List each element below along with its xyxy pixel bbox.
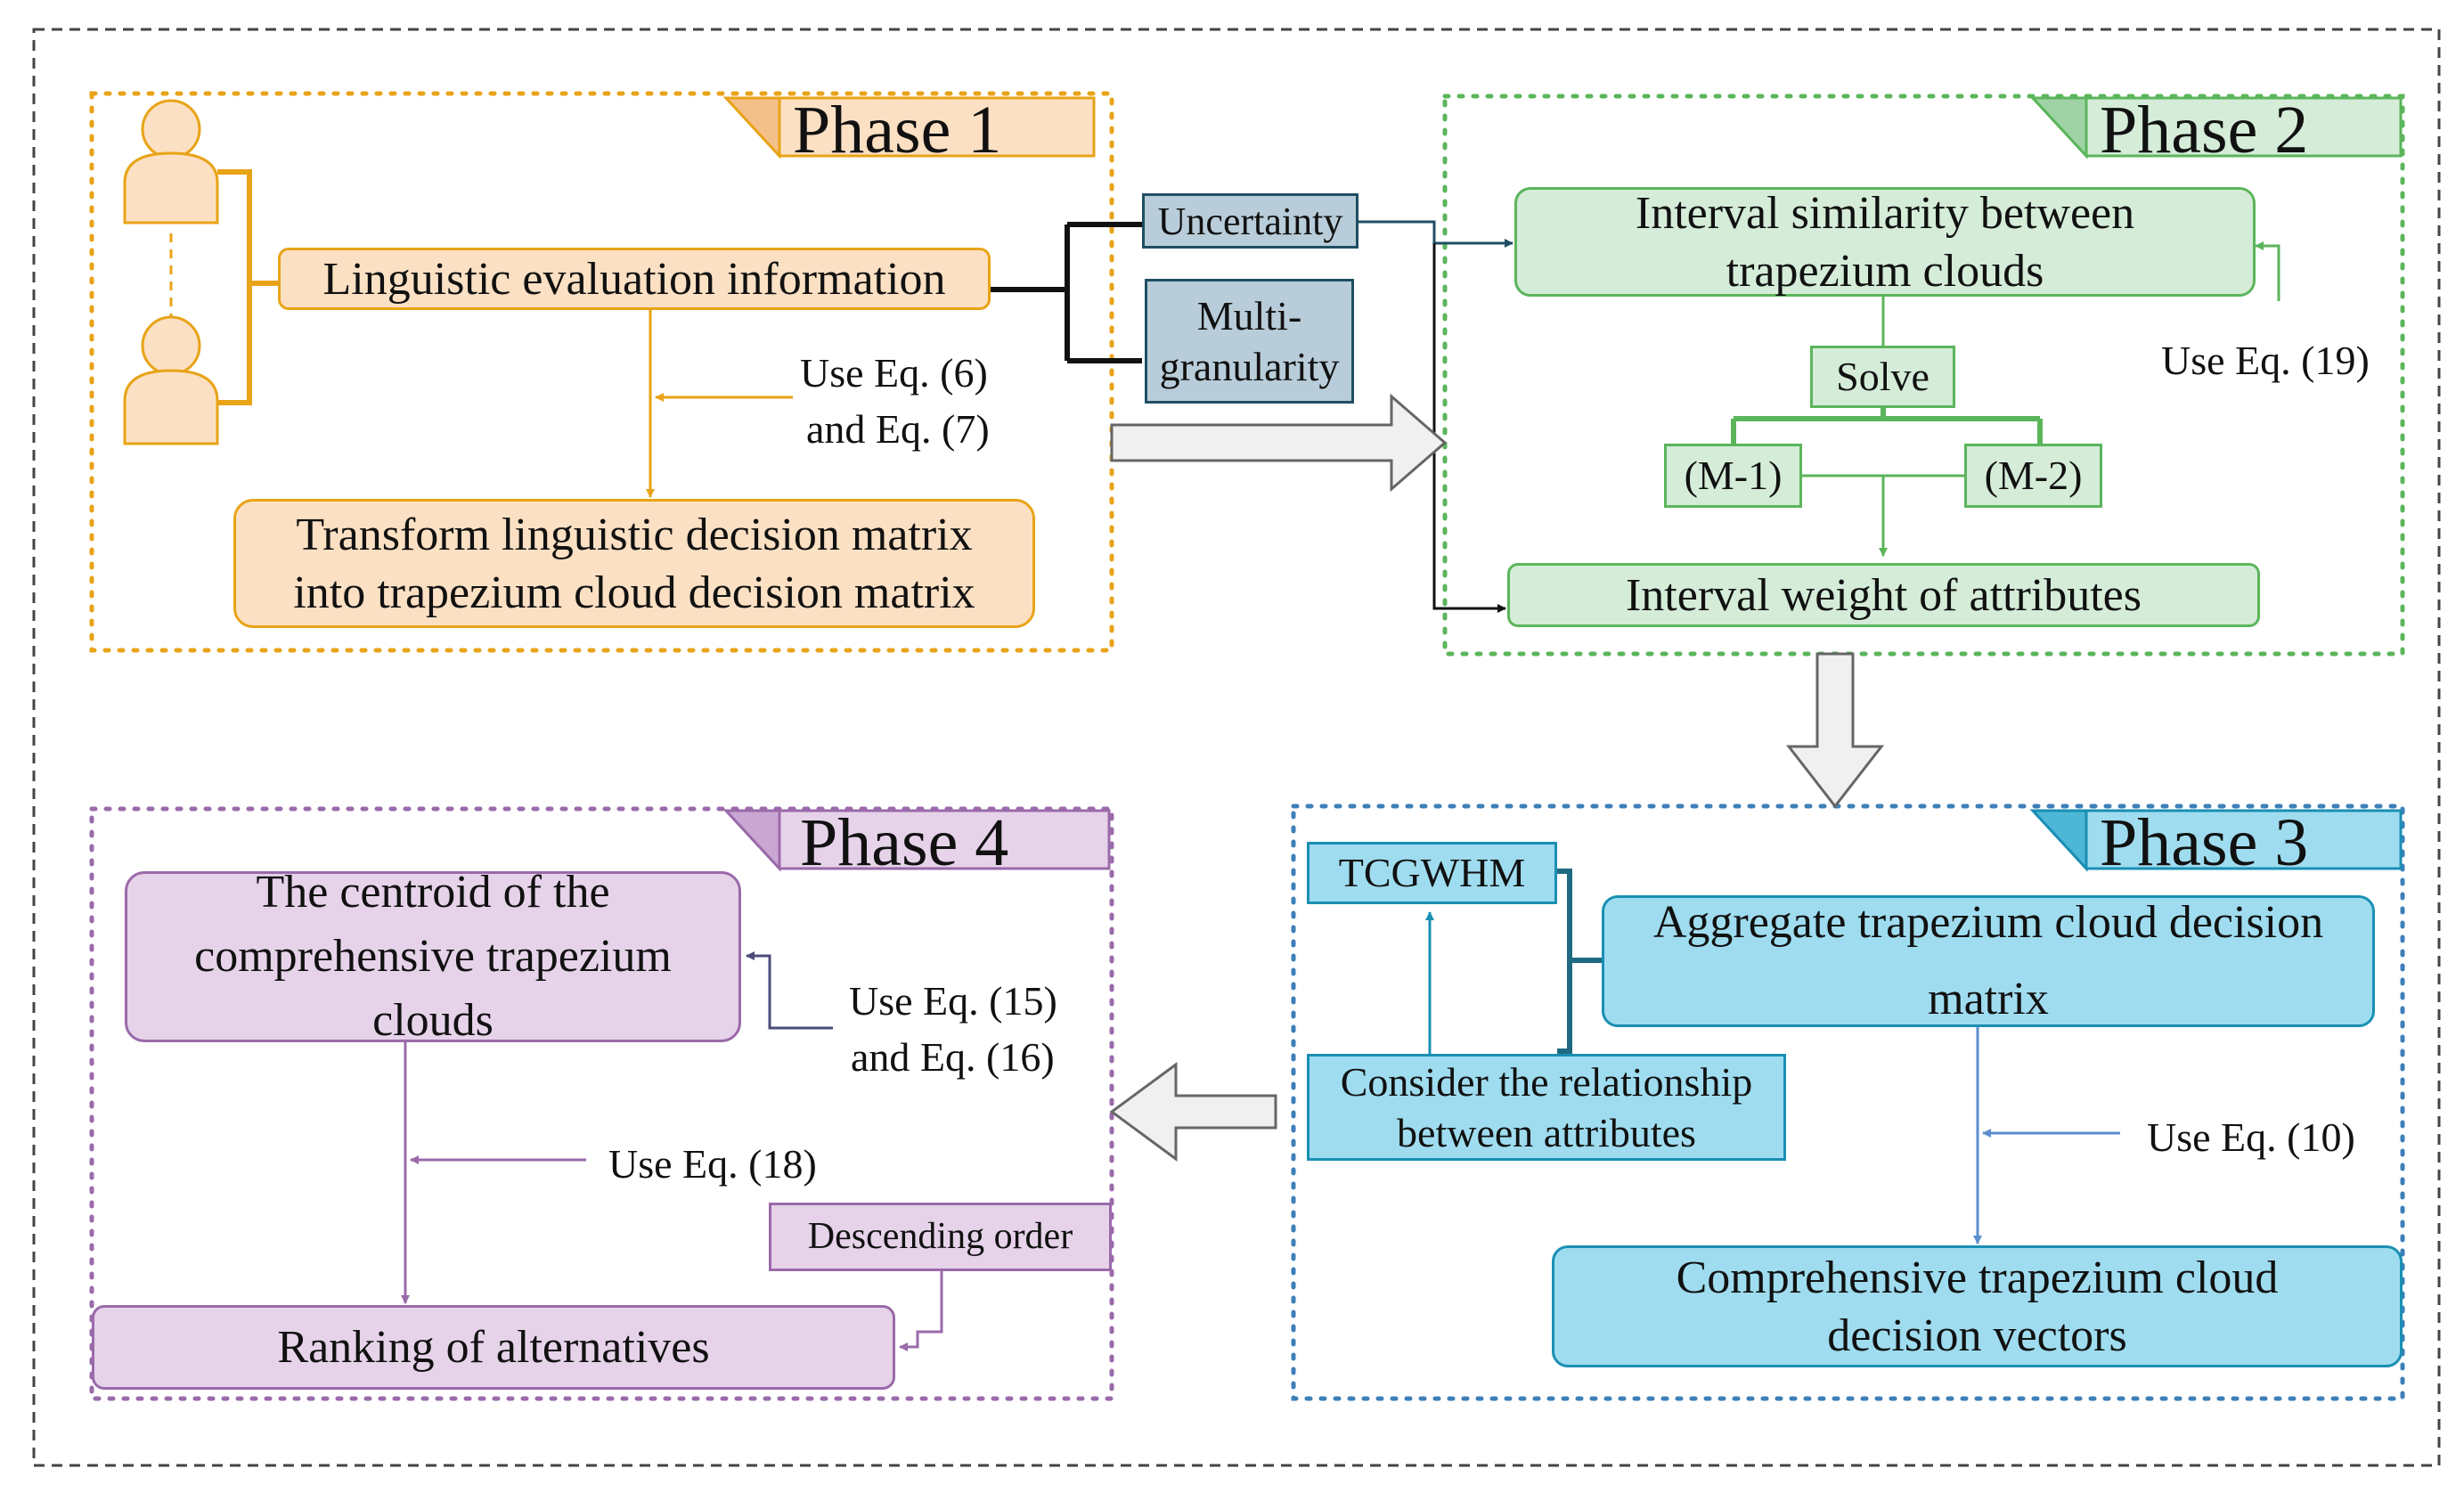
transform-matrix-line2: into trapezium cloud decision matrix [293, 567, 975, 618]
multi-granularity-line2: granularity [1159, 344, 1340, 389]
branch-solve-to-methods [1731, 408, 2043, 444]
solve-label: Solve [1836, 354, 1930, 400]
outer-frame [32, 28, 2441, 1467]
phase3-container [1291, 804, 2405, 1401]
transform-matrix-box: Transform linguistic decision matrix int… [233, 499, 1035, 628]
method-1-box: (M-1) [1664, 444, 1802, 508]
use-eq-19-label: Use Eq. (19) [2161, 338, 2370, 383]
arrow-eq15-to-centroid [746, 951, 833, 1030]
and-eq-7-label: and Eq. (7) [806, 406, 990, 452]
phase1-container [89, 91, 1114, 653]
phase2-container [1442, 94, 2405, 657]
use-eq-18-label: Use Eq. (18) [608, 1141, 817, 1187]
bracket-linguistic-to-middle [991, 222, 1142, 363]
comprehensive-vectors-line1: Comprehensive trapezium cloud [1676, 1252, 2279, 1303]
arrow-descending-to-ranking [899, 1271, 943, 1351]
interval-weight-label: Interval weight of attributes [1625, 569, 2142, 621]
use-eq-15-label: Use Eq. (15) [849, 978, 1057, 1024]
bracket-tcgwhm-aggregate [1557, 869, 1602, 1054]
multi-granularity-line1: Multi- [1196, 292, 1302, 339]
interval-similarity-line1: Interval similarity between [1635, 187, 2135, 239]
uncertainty-box: Uncertainty [1142, 193, 1358, 249]
multi-granularity-box: Multi- granularity [1145, 279, 1354, 404]
arrow-eq19-to-similarity [2255, 241, 2280, 301]
interval-weight-box: Interval weight of attributes [1507, 563, 2260, 627]
phase1-title: Phase 1 [793, 93, 1002, 167]
aggregate-matrix-box: Aggregate trapezium cloud decision matri… [1602, 895, 2375, 1027]
interval-similarity-box: Interval similarity between trapezium cl… [1514, 187, 2256, 297]
arrow-methods-to-weight [1802, 474, 1964, 556]
centroid-line3: clouds [372, 994, 494, 1046]
aggregate-matrix-line2: matrix [1928, 974, 2049, 1024]
hollow-arrow-phase3-to-phase4 [1109, 1062, 1277, 1162]
arrow-uncertainty-to-similarity [1358, 220, 1513, 248]
persons-bracket [217, 169, 278, 405]
solve-box: Solve [1810, 346, 1955, 408]
person-icon [123, 99, 219, 224]
phase3-title: Phase 3 [2100, 805, 2309, 880]
method-2-box: (M-2) [1964, 444, 2102, 508]
tcgwhm-label: TCGWHM [1338, 850, 1526, 896]
phase4-title: Phase 4 [800, 805, 1009, 880]
centroid-box: The centroid of the comprehensive trapez… [125, 867, 741, 1046]
tcgwhm-box: TCGWHM [1307, 842, 1557, 904]
centroid-line1: The centroid of the [256, 867, 610, 918]
use-eq-10-label: Use Eq. (10) [2147, 1114, 2355, 1160]
aggregate-matrix-line1: Aggregate trapezium cloud decision [1652, 897, 2324, 949]
phase3-tab [2029, 809, 2403, 872]
ranking-label: Ranking of alternatives [277, 1322, 710, 1373]
centroid-line2: comprehensive trapezium [194, 931, 672, 983]
phase4-tab [722, 809, 1111, 872]
method-2-label: (M-2) [1984, 453, 2083, 499]
phase4-container [89, 806, 1114, 1401]
arrow-to-weight [1432, 243, 1506, 613]
linguistic-evaluation-label: Linguistic evaluation information [322, 253, 946, 305]
consider-relationship-line1: Consider the relationship [1340, 1058, 1753, 1105]
phase1-tab [722, 96, 1096, 159]
comprehensive-vectors-box: Comprehensive trapezium cloud decision v… [1552, 1245, 2403, 1367]
linguistic-evaluation-box: Linguistic evaluation information [278, 248, 991, 310]
use-eq-6-label: Use Eq. (6) [800, 350, 988, 396]
transform-matrix-line1: Transform linguistic decision matrix [296, 509, 973, 560]
phase2-title: Phase 2 [2100, 93, 2309, 167]
comprehensive-vectors-line2: decision vectors [1827, 1310, 2127, 1361]
hollow-arrow-phase1-to-phase2 [1110, 393, 1448, 493]
consider-relationship-line2: between attributes [1397, 1110, 1696, 1155]
uncertainty-label: Uncertainty [1157, 199, 1343, 243]
interval-similarity-line2: trapezium clouds [1726, 245, 2044, 297]
hollow-arrow-phase2-to-phase3 [1785, 652, 1885, 809]
ranking-box: Ranking of alternatives [92, 1305, 895, 1390]
method-1-label: (M-1) [1684, 453, 1783, 499]
consider-relationship-box: Consider the relationship between attrib… [1307, 1054, 1786, 1161]
and-eq-16-label: and Eq. (16) [851, 1034, 1055, 1080]
descending-order-label: Descending order [807, 1216, 1073, 1258]
person-icon [123, 315, 219, 445]
phase2-tab [2029, 96, 2403, 159]
descending-order-box: Descending order [769, 1203, 1112, 1271]
